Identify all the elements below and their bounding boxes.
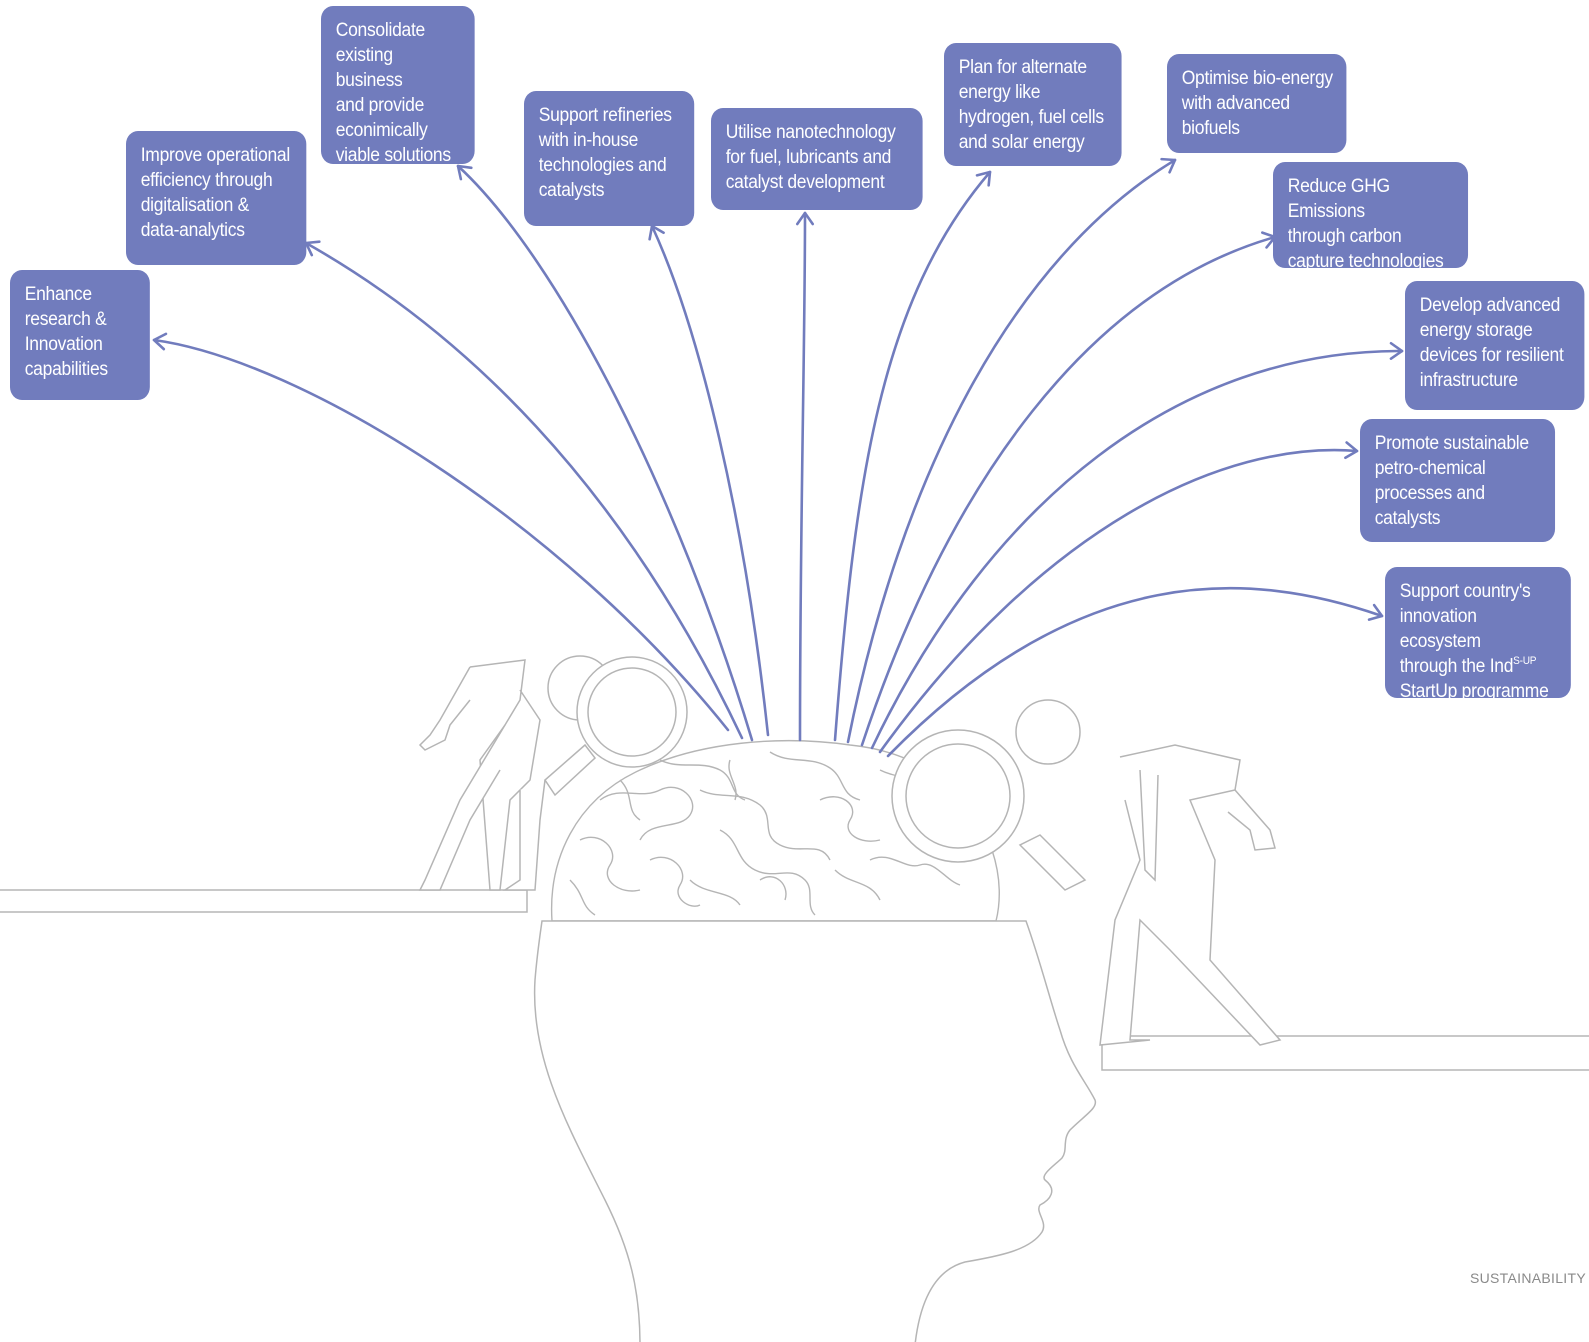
box-support-refineries: Support refineries with in-house technol… bbox=[524, 91, 695, 226]
box-plan-alternate-energy: Plan for alternate energy like hydrogen,… bbox=[944, 43, 1122, 166]
right-detective bbox=[891, 699, 1282, 1046]
startup-text-1: Support country's innovation ecosystem t… bbox=[1399, 581, 1531, 677]
footer-section-label: SUSTAINABILITY bbox=[1470, 1270, 1586, 1286]
box-optimise-bioenergy: Optimise bio-energy with advanced biofue… bbox=[1167, 54, 1347, 153]
box-enhance-research: Enhance research & Innovation capabiliti… bbox=[10, 270, 150, 400]
startup-superscript: S-UP bbox=[1513, 655, 1537, 667]
arrow-to-reduce-ghg bbox=[860, 235, 1277, 747]
arrows bbox=[152, 157, 1404, 758]
box-reduce-ghg: Reduce GHG Emissions through carbon capt… bbox=[1273, 162, 1469, 272]
box-startup-ecosystem: Support country's innovation ecosystem t… bbox=[1385, 567, 1571, 702]
arrow-to-enhance-research bbox=[152, 338, 730, 732]
arrowhead-optimise-bioenergy bbox=[1160, 157, 1177, 174]
box-consolidate-business: Consolidate existing business and provid… bbox=[321, 6, 475, 166]
arrow-to-utilise-nanotechnology bbox=[798, 211, 807, 742]
box-energy-storage: Develop advanced energy storage devices … bbox=[1405, 281, 1585, 410]
arrow-to-optimise-bioenergy bbox=[846, 158, 1177, 744]
right-ledge bbox=[1101, 1035, 1589, 1071]
startup-text-2: StartUp programme bbox=[1399, 681, 1549, 702]
arrowhead-consolidate-business bbox=[456, 164, 473, 181]
arrowhead-enhance-research bbox=[152, 332, 168, 351]
box-petro-chemical: Promote sustainable petro-chemical proce… bbox=[1360, 419, 1556, 542]
arrow-to-energy-storage bbox=[870, 349, 1404, 750]
arrow-to-support-refineries bbox=[650, 224, 770, 737]
arrowhead-startup-ecosystem bbox=[1367, 603, 1384, 621]
arrowhead-support-refineries bbox=[648, 224, 665, 241]
brain bbox=[550, 740, 1000, 922]
arrow-to-plan-alternate-energy bbox=[833, 170, 992, 742]
box-utilise-nanotechnology: Utilise nanotechnology for fuel, lubrica… bbox=[711, 108, 923, 210]
left-detective bbox=[418, 655, 688, 891]
arrow-to-improve-operational bbox=[304, 241, 744, 740]
arrow-to-startup-ecosystem bbox=[886, 586, 1384, 758]
left-ledge bbox=[0, 889, 528, 913]
arrowhead-energy-storage bbox=[1389, 341, 1404, 360]
head-profile bbox=[533, 920, 1097, 1342]
arrowhead-plan-alternate-energy bbox=[975, 170, 992, 187]
arrow-to-consolidate-business bbox=[456, 164, 754, 742]
box-improve-operational: Improve operational efficiency through d… bbox=[126, 131, 307, 265]
arrowhead-utilise-nanotechnology bbox=[796, 211, 814, 226]
arrow-to-petro-chemical bbox=[878, 448, 1359, 754]
arrowhead-petro-chemical bbox=[1344, 441, 1359, 460]
